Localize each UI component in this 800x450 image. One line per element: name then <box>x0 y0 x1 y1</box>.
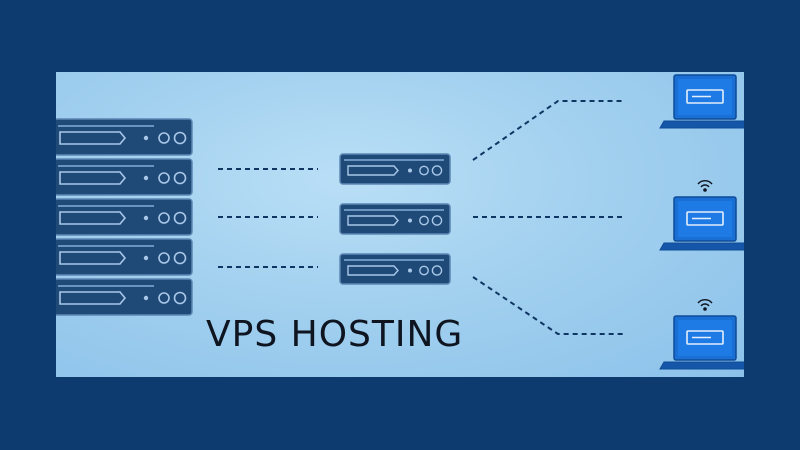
rack-unit-2 <box>56 158 193 196</box>
network-diagram <box>56 74 744 370</box>
rack-unit-3 <box>56 198 193 236</box>
server-stack-icon <box>56 118 193 316</box>
wifi-icon <box>697 298 713 312</box>
clients <box>659 74 744 370</box>
server-unit-icon <box>339 203 451 235</box>
laptop-icon <box>659 196 744 251</box>
rack-unit-4 <box>56 238 193 276</box>
diagram-title: VPS HOSTING <box>206 314 464 355</box>
diagram-panel: VPS HOSTING <box>56 72 744 377</box>
laptop-icon <box>659 74 744 129</box>
server-unit-icon <box>339 253 451 285</box>
rack-unit-1 <box>56 118 193 156</box>
laptop-icon <box>659 315 744 370</box>
rack-unit-5 <box>56 278 193 316</box>
client-connectors <box>472 100 623 335</box>
wifi-icon <box>697 179 713 193</box>
server-unit-icon <box>339 153 451 185</box>
connector-vps-client-1 <box>472 100 623 161</box>
vps-servers <box>339 153 451 285</box>
rack-connectors <box>218 168 318 268</box>
connector-vps-client-3 <box>472 276 623 335</box>
